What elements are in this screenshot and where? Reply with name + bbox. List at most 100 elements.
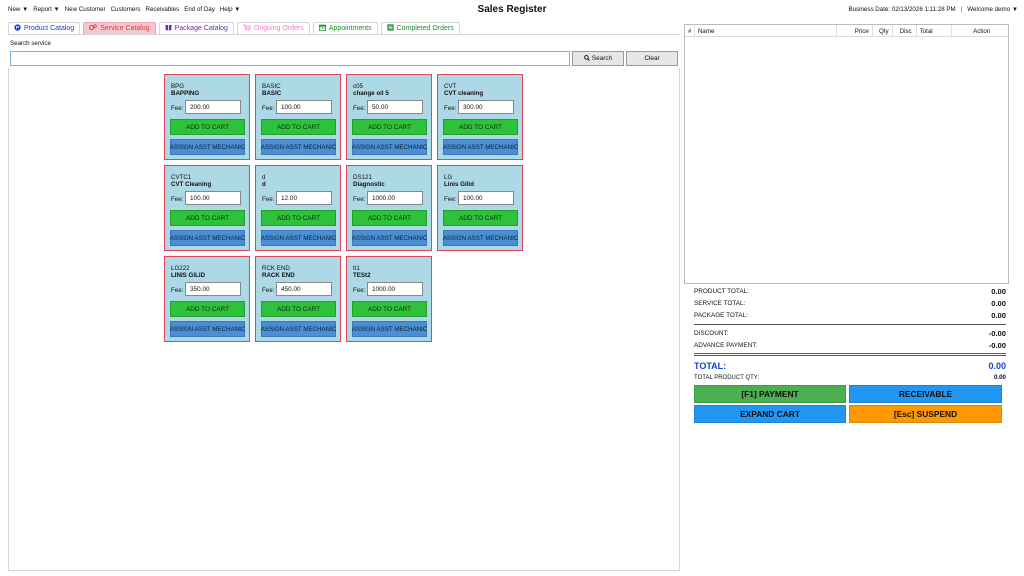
fee-input[interactable]: 50.00	[367, 100, 423, 114]
add-to-cart-button[interactable]: ADD TO CART	[261, 119, 336, 135]
service-card: d d Fee: 12.00 ADD TO CART ASSIGN ASST M…	[255, 165, 341, 251]
expand-cart-button[interactable]: EXPAND CART	[694, 405, 846, 423]
service-name: LINIS GILID	[171, 272, 206, 279]
service-name: CVT cleaning	[444, 90, 484, 97]
add-to-cart-button[interactable]: ADD TO CART	[352, 210, 427, 226]
fee-label: Fee:	[262, 287, 275, 294]
service-card: RCK END RACK END Fee: 450.00 ADD TO CART…	[255, 256, 341, 342]
service-card: tt1 TESt2 Fee: 1000.00 ADD TO CART ASSIG…	[346, 256, 432, 342]
col-name: Name	[695, 25, 838, 37]
suspend-button[interactable]: [Esc] SUSPEND	[849, 405, 1002, 423]
assign-mechanic-button[interactable]: ASSIGN ASST MECHANIC	[170, 230, 245, 246]
service-name: BASIC	[262, 90, 282, 97]
cart-table: # Name Price Qty Disc Total Action	[684, 24, 1009, 284]
assign-mechanic-button[interactable]: ASSIGN ASST MECHANIC	[352, 321, 427, 337]
tab-completed-orders[interactable]: Completed Orders	[380, 22, 460, 34]
fee-input[interactable]: 12.00	[276, 191, 332, 205]
grand-total-label: TOTAL:	[694, 361, 727, 371]
service-code: CVTC1	[171, 174, 192, 181]
service-code: CVT	[444, 83, 457, 90]
business-date: Business Date: 02/13/2026 1:11:28 PM	[848, 6, 956, 13]
menu-receivables[interactable]: Receivables	[145, 6, 180, 13]
col-disc: Disc	[893, 25, 917, 37]
assign-mechanic-button[interactable]: ASSIGN ASST MECHANIC	[443, 139, 518, 155]
tab-ongoing-orders[interactable]: Ongoing Orders	[236, 22, 310, 34]
service-name: RACK END	[262, 272, 295, 279]
menu-report[interactable]: Report ▼	[33, 6, 60, 13]
fee-input[interactable]: 300.00	[458, 100, 514, 114]
assign-mechanic-button[interactable]: ASSIGN ASST MECHANIC	[261, 139, 336, 155]
welcome-user-menu[interactable]: Welcome demo ▼	[967, 6, 1018, 13]
fee-input[interactable]: 100.00	[458, 191, 514, 205]
add-to-cart-button[interactable]: ADD TO CART	[170, 301, 245, 317]
fee-input[interactable]: 450.00	[276, 282, 332, 296]
total-qty-value: 0.00	[993, 374, 1006, 381]
fee-input[interactable]: 1000.00	[367, 191, 423, 205]
add-to-cart-button[interactable]: ADD TO CART	[352, 301, 427, 317]
assign-mechanic-button[interactable]: ASSIGN ASST MECHANIC	[261, 230, 336, 246]
fee-label: Fee:	[353, 105, 366, 112]
fee-input[interactable]: 200.00	[185, 100, 241, 114]
assign-mechanic-button[interactable]: ASSIGN ASST MECHANIC	[352, 139, 427, 155]
service-code: LG222	[171, 265, 190, 272]
receivable-button[interactable]: RECEIVABLE	[849, 385, 1002, 403]
add-to-cart-button[interactable]: ADD TO CART	[170, 210, 245, 226]
service-name: change oil 5	[353, 90, 389, 97]
fee-label: Fee:	[353, 196, 366, 203]
service-code: BPG	[171, 83, 185, 90]
menu-help[interactable]: Help ▼	[219, 6, 241, 13]
completed-box-icon	[386, 24, 394, 33]
col-action: Action	[973, 27, 991, 35]
service-total-label: SERVICE TOTAL:	[694, 300, 746, 307]
service-name: Diagnostic	[353, 181, 385, 188]
service-name: CVT Cleaning	[171, 181, 212, 188]
menu-end-of-day[interactable]: End of Day	[184, 6, 215, 13]
search-button[interactable]: Search	[572, 51, 624, 66]
fee-input[interactable]: 100.00	[276, 100, 332, 114]
add-to-cart-button[interactable]: ADD TO CART	[352, 119, 427, 135]
status-area: Business Date: 02/13/2026 1:11:28 PM|Wel…	[848, 6, 1018, 13]
assign-mechanic-button[interactable]: ASSIGN ASST MECHANIC	[443, 230, 518, 246]
service-card: CVTC1 CVT Cleaning Fee: 100.00 ADD TO CA…	[164, 165, 250, 251]
tab-service-catalog[interactable]: Service Catalog	[83, 22, 156, 34]
service-card: c05 change oil 5 Fee: 50.00 ADD TO CART …	[346, 74, 432, 160]
service-card: CVT CVT cleaning Fee: 300.00 ADD TO CART…	[437, 74, 523, 160]
fee-input[interactable]: 1000.00	[367, 282, 423, 296]
service-code: c05	[353, 83, 363, 90]
add-to-cart-button[interactable]: ADD TO CART	[261, 210, 336, 226]
service-code: d	[262, 174, 266, 181]
fee-input[interactable]: 100.00	[185, 191, 241, 205]
assign-mechanic-button[interactable]: ASSIGN ASST MECHANIC	[170, 321, 245, 337]
add-to-cart-button[interactable]: ADD TO CART	[443, 210, 518, 226]
discount-row: DISCOUNT: -0.00	[694, 329, 1006, 338]
service-code: LG	[444, 174, 453, 181]
fee-label: Fee:	[444, 196, 457, 203]
clear-button[interactable]: Clear	[626, 51, 678, 66]
tab-label: Completed Orders	[396, 25, 454, 32]
tab-appointments[interactable]: Appointments	[312, 22, 378, 34]
tab-divider	[8, 34, 680, 35]
tab-product-catalog[interactable]: P Product Catalog	[8, 22, 81, 34]
tab-label: Ongoing Orders	[253, 25, 304, 32]
main-menu: New ▼ Report ▼ New Customer Customers Re…	[8, 6, 240, 13]
fee-input[interactable]: 350.00	[185, 282, 241, 296]
add-to-cart-button[interactable]: ADD TO CART	[170, 119, 245, 135]
package-total-label: PACKAGE TOTAL:	[694, 312, 748, 319]
service-card: LG222 LINIS GILID Fee: 350.00 ADD TO CAR…	[164, 256, 250, 342]
payment-button[interactable]: [F1] PAYMENT	[694, 385, 846, 403]
assign-mechanic-button[interactable]: ASSIGN ASST MECHANIC	[352, 230, 427, 246]
menu-new-customer[interactable]: New Customer	[64, 6, 106, 13]
service-code: DS121	[353, 174, 372, 181]
assign-mechanic-button[interactable]: ASSIGN ASST MECHANIC	[170, 139, 245, 155]
search-input[interactable]	[10, 51, 570, 66]
add-to-cart-button[interactable]: ADD TO CART	[443, 119, 518, 135]
col-price: Price	[837, 25, 873, 37]
add-to-cart-button[interactable]: ADD TO CART	[261, 301, 336, 317]
package-total-value: 0.00	[991, 311, 1006, 320]
assign-mechanic-button[interactable]: ASSIGN ASST MECHANIC	[261, 321, 336, 337]
fee-label: Fee:	[171, 105, 184, 112]
menu-new[interactable]: New ▼	[8, 6, 29, 13]
menu-customers[interactable]: Customers	[110, 6, 141, 13]
tab-package-catalog[interactable]: Package Catalog	[158, 22, 234, 34]
cart-icon	[243, 24, 251, 33]
